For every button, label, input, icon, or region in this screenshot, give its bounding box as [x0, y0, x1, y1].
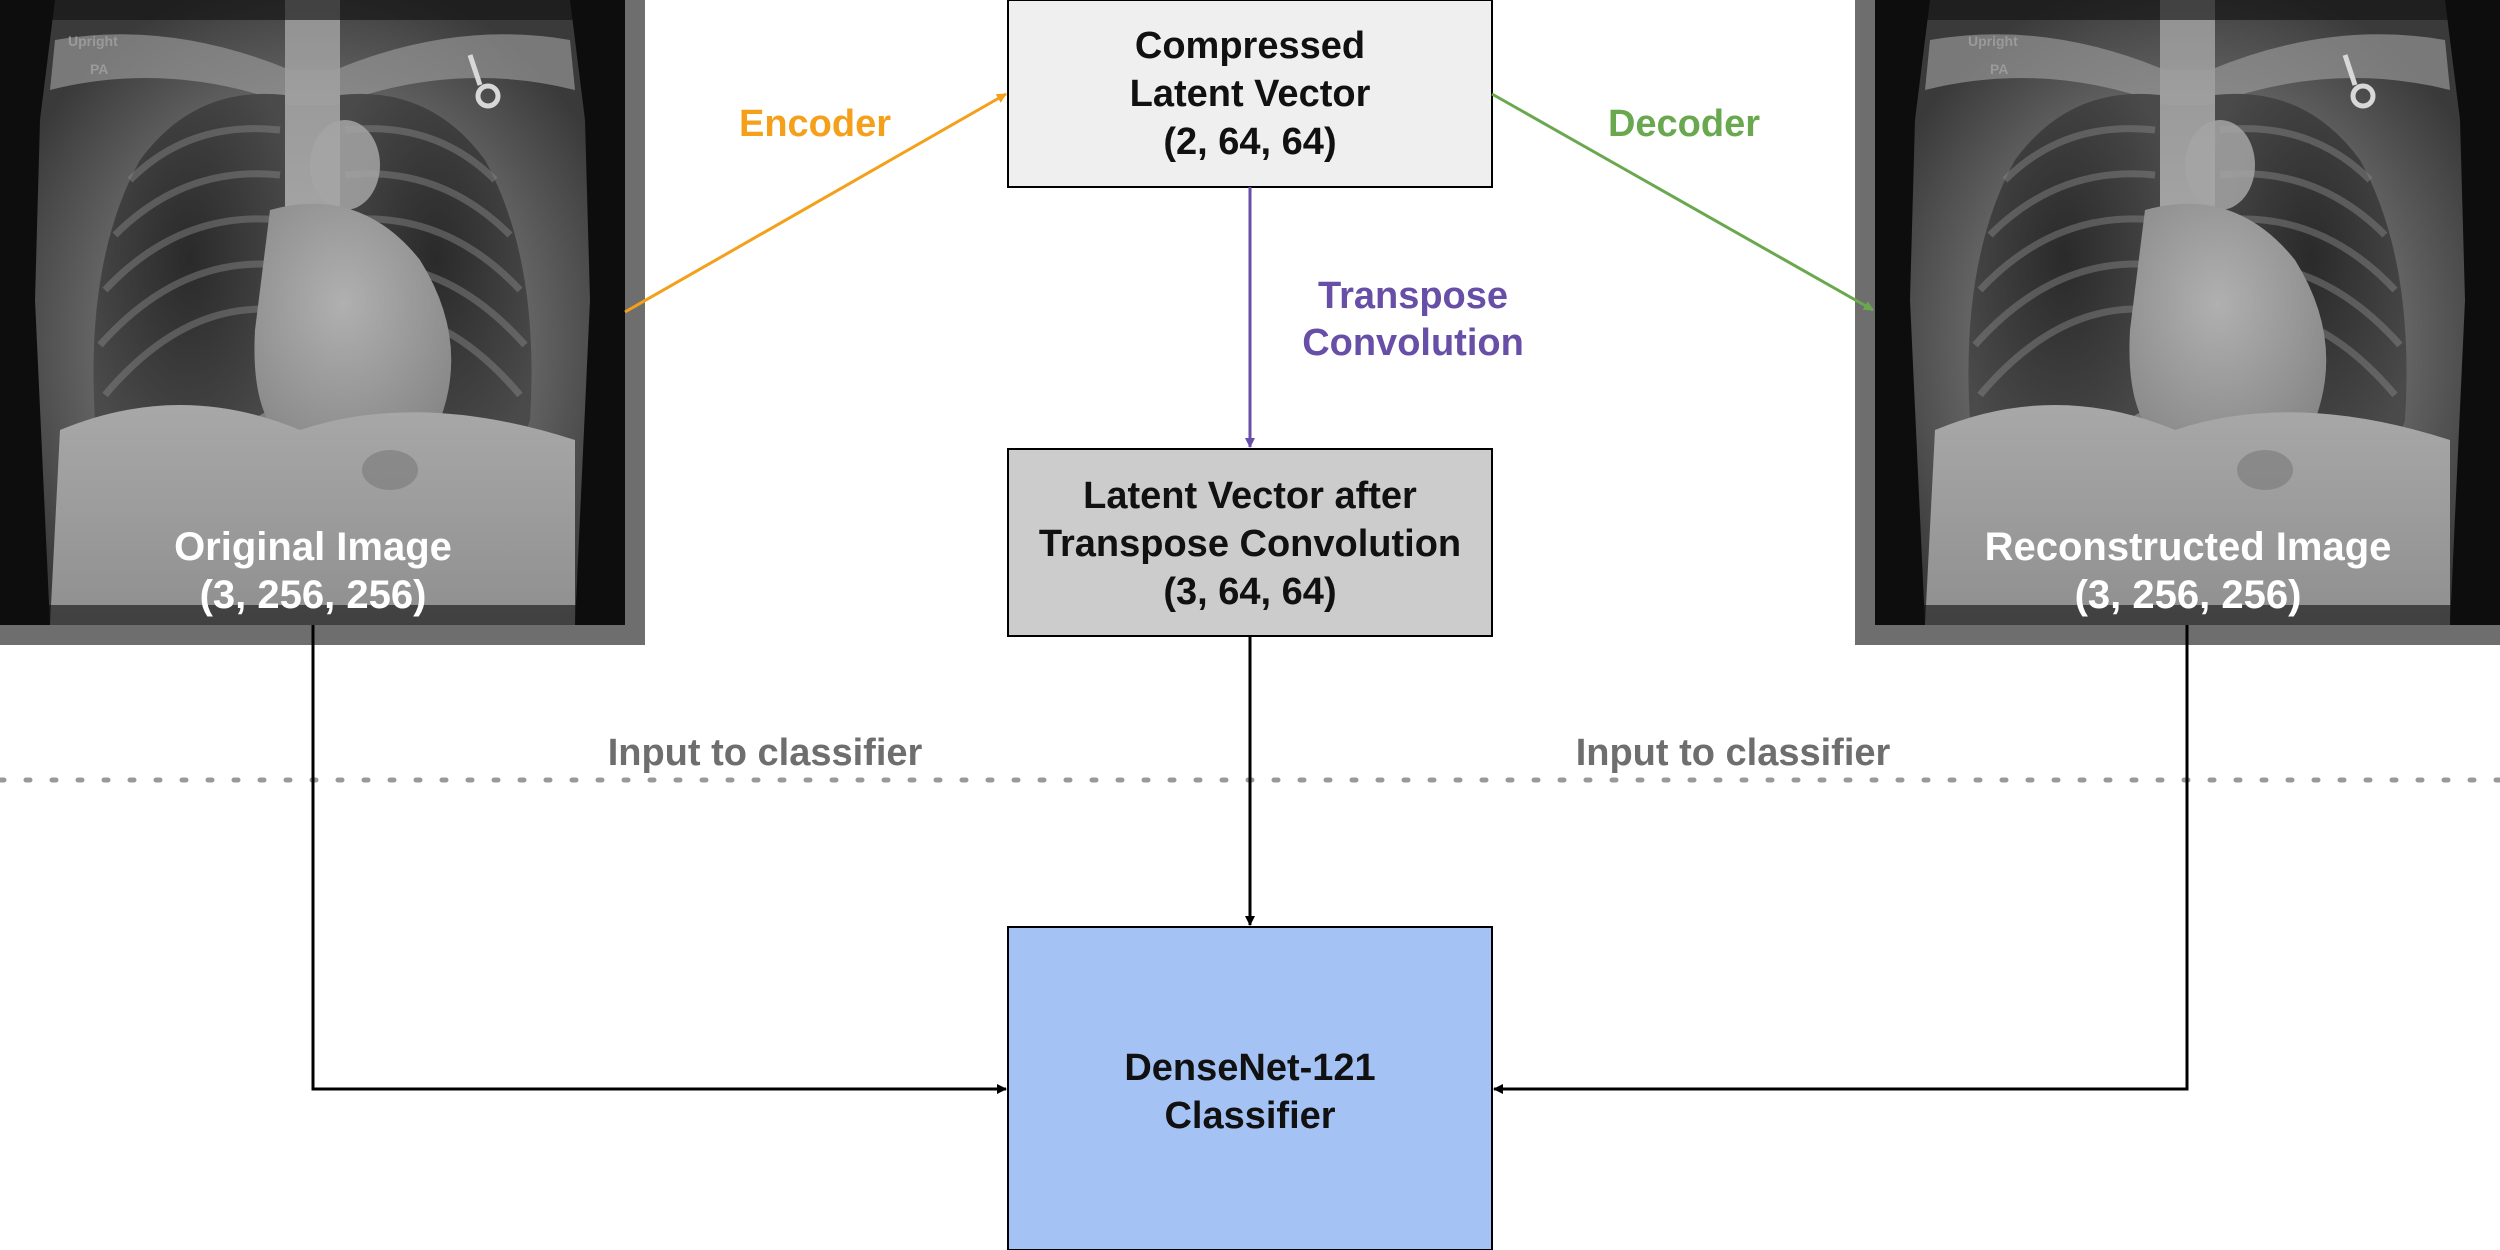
latent-after-transpose-node: Latent Vector after Transpose Convolutio…	[1007, 448, 1493, 637]
latent-after-transpose-shape: (3, 64, 64)	[1163, 571, 1336, 613]
original-image-panel: Upright PA Original Image (3, 256, 256)	[0, 0, 625, 625]
reconstructed-overlay-upright: Upright	[1968, 33, 2018, 49]
decoder-arrow	[1491, 92, 1874, 312]
original-image-caption: Original Image	[174, 525, 452, 569]
reconstructed-image-panel: Upright PA Reconstructed Image (3, 256, …	[1875, 0, 2500, 625]
original-image-dimensions: (3, 256, 256)	[200, 573, 427, 617]
original-overlay-pa: PA	[90, 61, 108, 77]
transpose-label-line1: Transpose	[1318, 275, 1508, 317]
input-to-classifier-label-right: Input to classifier	[1576, 732, 1891, 774]
compressed-latent-line2: Latent Vector	[1130, 73, 1371, 115]
decoder-label: Decoder	[1608, 103, 1760, 145]
latent-after-transpose-box	[1007, 448, 1493, 637]
original-overlay-upright: Upright	[68, 33, 118, 49]
latent-after-transpose-line2: Transpose Convolution	[1039, 523, 1461, 565]
input-to-classifier-label-left: Input to classifier	[608, 732, 923, 774]
encoder-arrow	[624, 92, 1007, 314]
compressed-latent-box	[1007, 0, 1493, 188]
classifier-line1: DenseNet-121	[1124, 1047, 1375, 1089]
classifier-box	[1007, 926, 1493, 1250]
compressed-latent-node: Compressed Latent Vector (2, 64, 64)	[1007, 0, 1493, 188]
classifier-node: DenseNet-121 Classifier	[1007, 926, 1493, 1250]
transpose-label-line2: Convolution	[1302, 322, 1524, 364]
reconstructed-to-classifier-arrow	[1493, 625, 2189, 1094]
reconstructed-overlay-pa: PA	[1990, 61, 2008, 77]
original-to-classifier-arrow	[311, 625, 1007, 1094]
compressed-latent-line1: Compressed	[1135, 25, 1365, 67]
reconstructed-image-caption: Reconstructed Image	[1985, 525, 2392, 569]
encoder-label: Encoder	[739, 103, 891, 145]
classifier-line2: Classifier	[1164, 1095, 1335, 1137]
latent-after-transpose-line1: Latent Vector after	[1083, 475, 1417, 517]
compressed-latent-shape: (2, 64, 64)	[1163, 121, 1336, 163]
reconstructed-image-dimensions: (3, 256, 256)	[2075, 573, 2302, 617]
